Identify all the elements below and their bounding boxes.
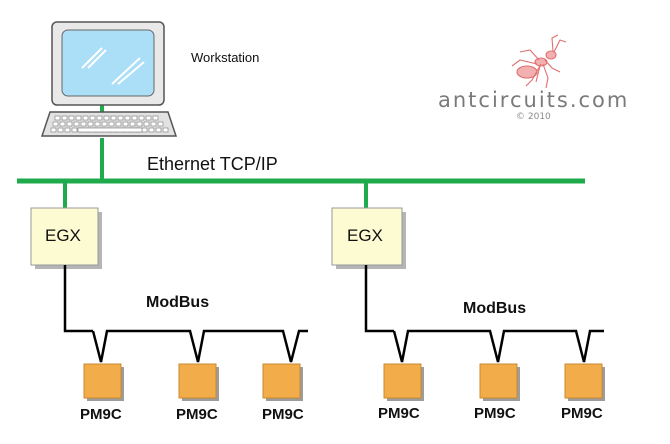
keyboard-key — [101, 121, 108, 127]
keyboard-key — [157, 121, 164, 127]
keyboard-key — [66, 121, 73, 127]
meter-label: PM9C — [378, 405, 420, 422]
keyboard-key — [141, 127, 148, 133]
keyboard-key — [96, 115, 103, 121]
modbus-right-riser — [364, 265, 394, 333]
monitor-screen — [61, 29, 155, 97]
keyboard-key — [59, 121, 66, 127]
modbus-right-label: ModBus — [463, 300, 527, 317]
keyboard-key — [82, 115, 89, 121]
keyboard-key — [57, 127, 64, 133]
meter-label: PM9C — [561, 405, 603, 422]
keyboard-key — [138, 115, 145, 121]
keyboard-key — [94, 121, 101, 127]
workstation-computer — [40, 21, 178, 137]
screen-glare-4 — [117, 61, 145, 85]
keyboard-key — [75, 115, 82, 121]
modbus-right-trunk — [392, 329, 604, 363]
screen-glare-1 — [81, 47, 103, 69]
keyboard-key — [50, 127, 57, 133]
meter-label: PM9C — [474, 405, 516, 422]
keyboard-key — [115, 121, 122, 127]
egx-left-label: EGX — [45, 226, 81, 245]
keyboard-key — [117, 115, 124, 121]
modbus-left — [63, 265, 308, 363]
copyright-notice: © 2010 — [516, 112, 551, 122]
keyboard-key — [124, 115, 131, 121]
meter-label: PM9C — [80, 406, 122, 423]
keyboard-key — [150, 121, 157, 127]
keyboard-key — [152, 115, 159, 121]
keyboard-key — [143, 121, 150, 127]
modbus-left-riser — [63, 265, 93, 333]
keyboard-key — [110, 115, 117, 121]
keyboard-key — [71, 127, 78, 133]
keyboard-key — [68, 115, 75, 121]
pm9c-meter-box — [383, 363, 422, 399]
screen-glare-3 — [111, 57, 141, 85]
ant-head — [545, 50, 557, 60]
keyboard-key — [148, 127, 155, 133]
spacebar-key — [77, 127, 143, 133]
ethernet-network — [17, 105, 585, 209]
keyboard-key — [64, 127, 71, 133]
keyboard-key — [131, 115, 138, 121]
keyboard-key — [89, 115, 96, 121]
meter-label: PM9C — [176, 406, 218, 423]
pm9c-meter-box — [178, 363, 217, 399]
keyboard-key — [87, 121, 94, 127]
keyboard-key — [54, 115, 61, 121]
keyboard-key — [73, 121, 80, 127]
egx-left-box — [30, 207, 99, 266]
workstation-label: Workstation — [191, 50, 260, 65]
keyboard-key — [145, 115, 152, 121]
keyboard-key — [61, 115, 68, 121]
ant-legs — [511, 49, 561, 89]
keyboard-key — [52, 121, 59, 127]
keyboard-key — [122, 121, 129, 127]
egx-right-label: EGX — [347, 226, 383, 245]
meter-boxes — [83, 363, 605, 401]
pm9c-meter-box — [83, 363, 122, 399]
keyboard-keys — [50, 115, 169, 133]
keyboard-key — [162, 127, 169, 133]
keyboard-key — [129, 121, 136, 127]
modbus-left-trunk — [91, 329, 308, 363]
site-brand: antcircuits.com — [438, 88, 630, 112]
pm9c-meter-box — [564, 363, 603, 399]
modbus-left-label: ModBus — [146, 294, 210, 311]
keyboard-key — [108, 121, 115, 127]
pm9c-meter-box — [262, 363, 301, 399]
ant-antennae — [551, 34, 567, 53]
keyboard-key — [136, 121, 143, 127]
ethernet-label: Ethernet TCP/IP — [147, 154, 278, 174]
egx-gateway-left — [30, 207, 102, 269]
egx-gateway-right — [331, 207, 406, 269]
ant-logo-icon — [511, 34, 567, 89]
modbus-right — [364, 265, 604, 363]
keyboard-key — [155, 127, 162, 133]
keyboard-key — [80, 121, 87, 127]
keyboard-key — [103, 115, 110, 121]
screen-glare-2 — [87, 49, 107, 69]
pm9c-meter-box — [479, 363, 518, 399]
meter-label: PM9C — [262, 406, 304, 423]
